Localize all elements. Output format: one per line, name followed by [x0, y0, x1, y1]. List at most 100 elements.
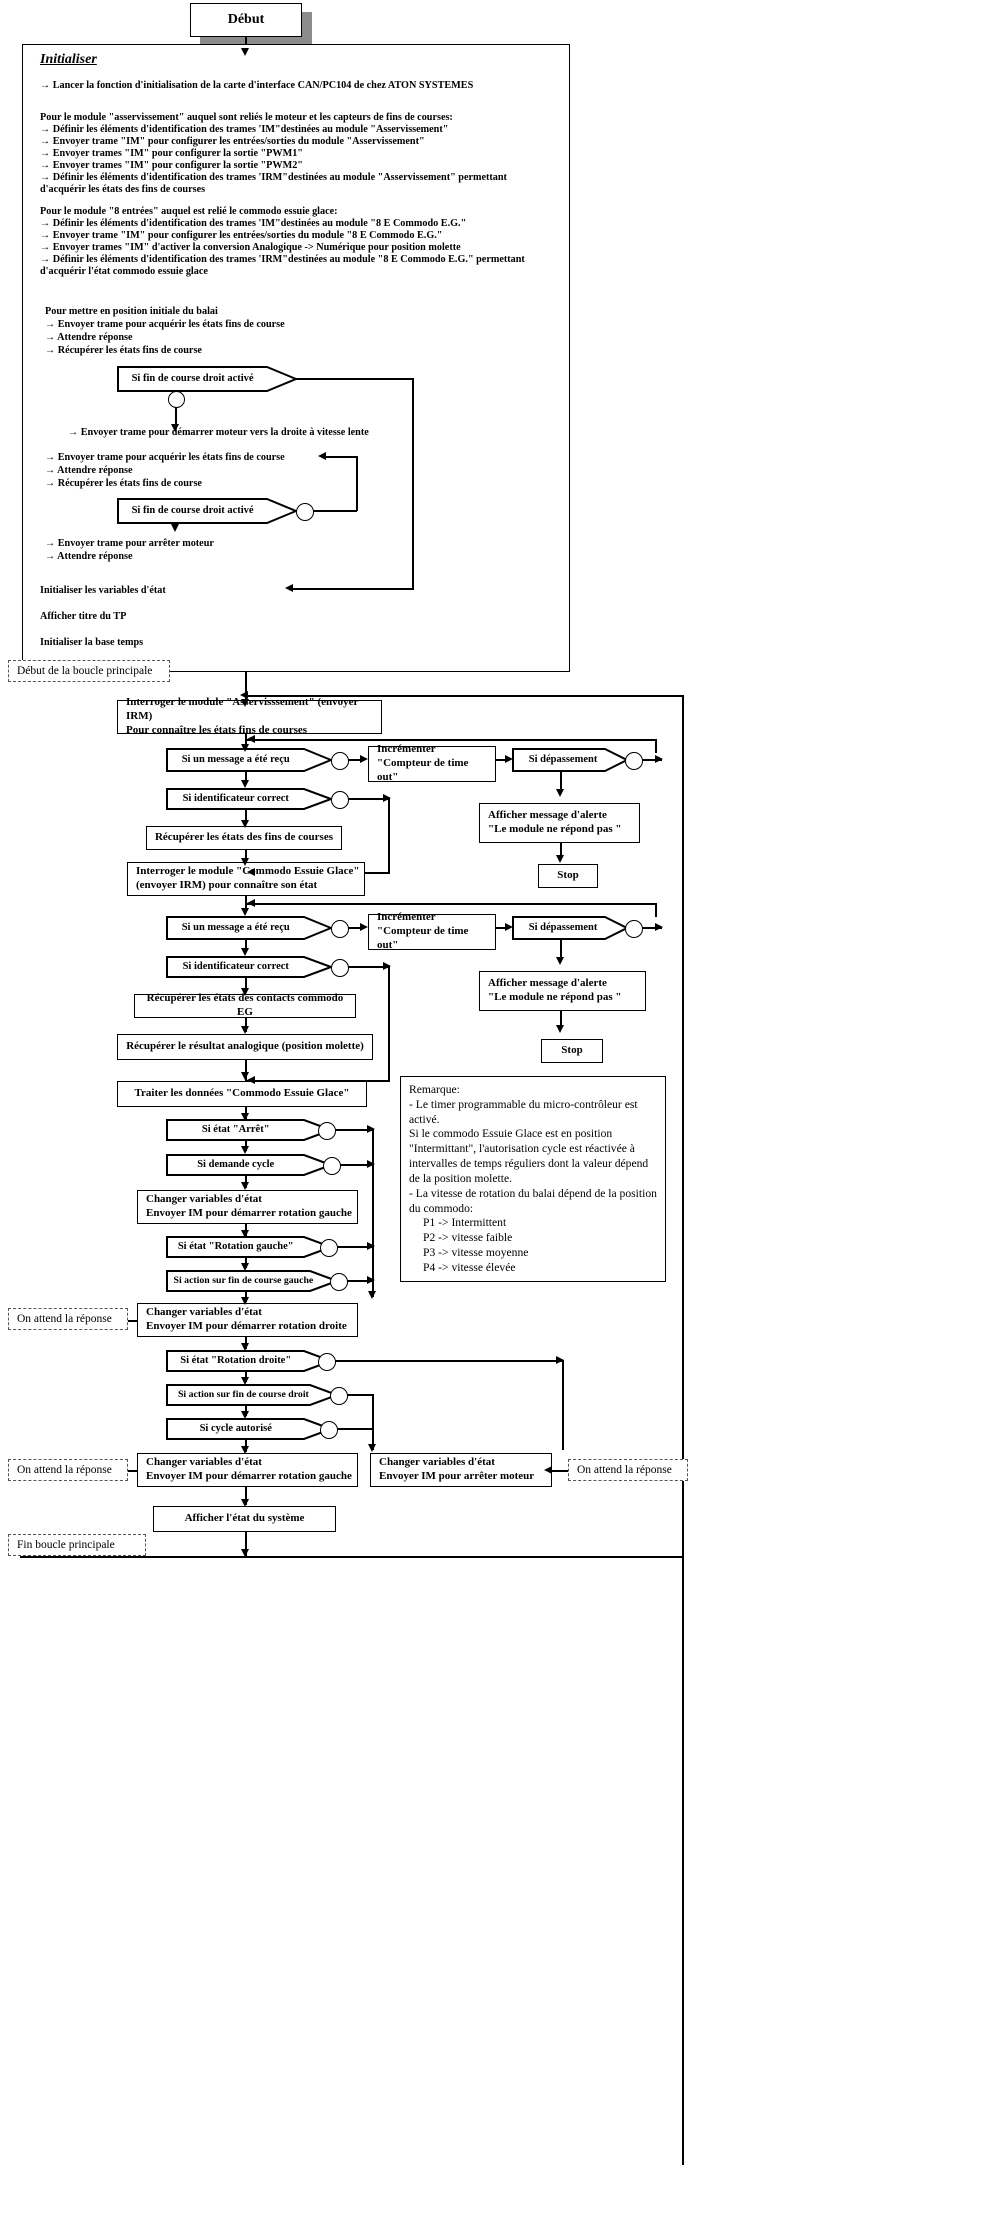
condition-si-action-fdc-droit: Si action sur fin de course droit: [166, 1384, 338, 1406]
connector-circle-cycle: [320, 1421, 338, 1439]
connector-circle-2: [296, 503, 314, 521]
arrow-incr1-to-dep: [505, 755, 513, 763]
line-rotgauche-right: [335, 1246, 373, 1248]
arrow-dep1-down: [556, 789, 564, 797]
condition-si-action-fdc-droit-label: Si action sur fin de course droit: [177, 1388, 309, 1400]
node-stop-2: Stop: [541, 1039, 603, 1063]
line-return-to-init-vars: [292, 588, 414, 590]
condition-si-etat-rotation-droite-label: Si état "Rotation droite": [180, 1355, 292, 1367]
condition-shape: [166, 748, 332, 772]
line-alerte1-to-stop: [560, 843, 562, 859]
arrow-timeout-return-1: [247, 735, 255, 743]
condition-shape: [166, 1384, 338, 1406]
node-label: Changer variables d'état Envoyer IM pour…: [146, 1456, 352, 1482]
line-cond2-right: [311, 510, 357, 512]
condition-si-identificateur-1: Si identificateur correct: [166, 788, 332, 810]
arrow-dep2-right: [655, 923, 663, 931]
condition-si-etat-rotation-gauche-label: Si état "Rotation gauche": [177, 1241, 294, 1253]
node-afficher-etat: Afficher l'état du système: [153, 1506, 336, 1532]
connector-circle-demande: [323, 1157, 341, 1175]
condition-si-cycle-autorise: Si cycle autorisé: [166, 1418, 332, 1440]
node-stop-1: Stop: [538, 864, 598, 888]
line-loop-bottom-return: [20, 1556, 683, 1558]
remark-box: Remarque: - Le timer programmable du mic…: [400, 1076, 666, 1282]
condition-si-cycle-autorise-label: Si cycle autorisé: [199, 1423, 272, 1435]
init-line-12: Pour mettre en position initiale du bala…: [45, 306, 218, 317]
condition-fin-course-2: Si fin de course droit activé: [117, 498, 297, 524]
line-cond1-right: [296, 378, 413, 380]
line-incr2-to-dep: [496, 927, 508, 929]
line-wait3-connector: [549, 1470, 571, 1472]
arrow-cycle-down: [368, 1444, 376, 1452]
init-line-3: → Envoyer trame "IM" pour configurer les…: [40, 136, 425, 147]
arrow-right-rail-down: [368, 1291, 376, 1299]
arrow-fdcgauche-false: [241, 1297, 249, 1305]
condition-si-demande-cycle-label: Si demande cycle: [197, 1159, 275, 1171]
arrow-commodo-down: [241, 908, 249, 916]
arrow-msg1-false: [241, 780, 249, 788]
connector-circle-id2: [331, 959, 349, 977]
arrow-cond2-false: [171, 524, 179, 532]
init-line-5: → Envoyer trames "IM" pour configurer la…: [40, 160, 303, 171]
line-fdcdroit-right: [345, 1394, 373, 1396]
condition-si-depassement-1: Si dépassement: [512, 748, 628, 772]
init-title: Initialiser: [40, 52, 97, 67]
condition-si-etat-rotation-gauche: Si état "Rotation gauche": [166, 1236, 332, 1258]
arrow-fdcgauche-right: [367, 1276, 375, 1284]
init-line-0: → Lancer la fonction d'initialisation de…: [40, 80, 474, 91]
init-line-19: → Récupérer les états fins de course: [45, 478, 202, 489]
node-changer-vars-droite: Changer variables d'état Envoyer IM pour…: [137, 1303, 358, 1337]
init-line-9: → Envoyer trame "IM" pour configurer les…: [40, 230, 443, 241]
line-timeout-return-2: [245, 903, 657, 905]
arrow-cond1-false: [171, 424, 179, 432]
wait-label-1: On attend la réponse: [8, 1308, 128, 1330]
node-label: Changer variables d'état Envoyer IM pour…: [379, 1456, 535, 1482]
line-cond1-false: [175, 406, 177, 426]
line-id1-down: [388, 798, 390, 872]
node-label: Incrémenter "Compteur de time out": [377, 911, 469, 951]
init-line-6: → Définir les éléments d'identification …: [40, 172, 507, 195]
arrow-rotgauche-right: [367, 1242, 375, 1250]
line-cycle-right: [335, 1428, 373, 1430]
line-dep1-right: [640, 759, 662, 761]
condition-si-demande-cycle: Si demande cycle: [166, 1154, 332, 1176]
init-line-17: → Envoyer trame pour acquérir les états …: [45, 452, 285, 463]
arrow-demande-right: [367, 1160, 375, 1168]
condition-si-depassement-2: Si dépassement: [512, 916, 628, 940]
line-to-afficher-etat: [245, 1487, 247, 1505]
condition-shape: [166, 788, 332, 810]
condition-si-identificateur-2-label: Si identificateur correct: [182, 961, 289, 973]
init-line-20: → Envoyer trame pour arrêter moteur: [45, 538, 214, 549]
condition-shape: [166, 1154, 332, 1176]
line-timeout-return-1: [245, 739, 657, 741]
line-fdcgauche-right: [345, 1280, 373, 1282]
condition-fin-course-2-label: Si fin de course droit activé: [131, 505, 254, 517]
node-incrementer-2: Incrémenter "Compteur de time out": [368, 911, 496, 951]
init-line-1: Pour le module "asservissement" auquel s…: [40, 112, 453, 123]
condition-shape: [166, 1350, 332, 1372]
connector-circle-id1: [331, 791, 349, 809]
line-id2-return: [245, 1080, 390, 1082]
node-interroger-asservissement: Interroger le module "Asservisssement" (…: [117, 696, 382, 736]
loop-end-label: Fin boucle principale: [8, 1534, 146, 1556]
node-changer-vars-gauche-2: Changer variables d'état Envoyer IM pour…: [137, 1453, 358, 1487]
condition-shape: [166, 1236, 332, 1258]
wait-label-2: On attend la réponse: [8, 1459, 128, 1481]
condition-si-depassement-1-label: Si dépassement: [528, 754, 598, 766]
arrow-rotgauche-false: [241, 1263, 249, 1271]
init-line-14: → Attendre réponse: [45, 332, 133, 343]
connector-circle-rotgauche: [320, 1239, 338, 1257]
init-line-2: → Définir les éléments d'identification …: [40, 124, 449, 135]
line-loop-top-return: [245, 695, 683, 697]
condition-si-etat-arret: Si état "Arrêt": [166, 1119, 332, 1141]
node-recuperer-analogique: Récupérer le résultat analogique (positi…: [117, 1034, 373, 1060]
init-line-7: Pour le module "8 entrées" auquel est re…: [40, 206, 338, 217]
node-changer-vars-gauche: Changer variables d'état Envoyer IM pour…: [137, 1190, 358, 1224]
connector-circle-dep1: [625, 752, 643, 770]
line-dep2-down: [560, 939, 562, 961]
connector-circle-dep2: [625, 920, 643, 938]
arrow-to-afficher-etat: [241, 1499, 249, 1507]
node-afficher-alerte-2: Afficher message d'alerte "Le module ne …: [479, 971, 646, 1011]
line-timeout-return-2-vert: [655, 903, 657, 917]
condition-fin-course-1: Si fin de course droit activé: [117, 366, 297, 392]
